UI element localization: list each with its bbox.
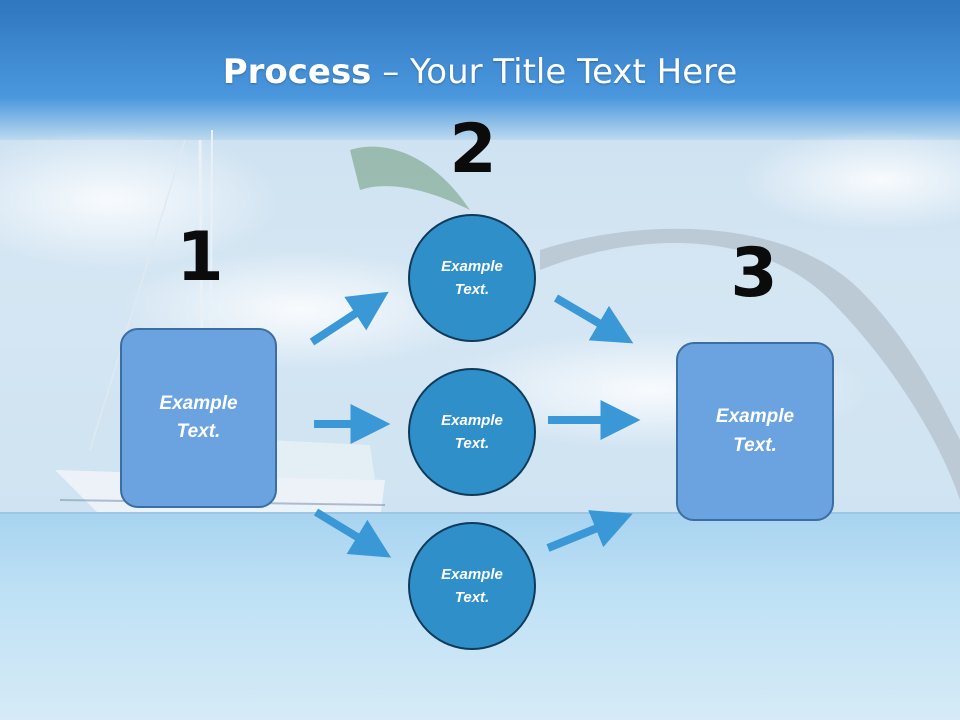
title-bold: Process <box>222 52 372 92</box>
page-title: Process – Your Title Text Here <box>0 52 960 92</box>
step-3-box: Example Text. <box>676 342 834 521</box>
step-number-2: 2 <box>449 110 497 189</box>
circle-middle-label: Example Text. <box>441 411 503 452</box>
arrow-circle-bottom-to-box3 <box>546 510 633 552</box>
title-rest: – Your Title Text Here <box>371 52 738 92</box>
step-1-label: Example Text. <box>159 392 238 443</box>
step-3-label: Example Text. <box>715 406 795 456</box>
arrow-circle-top-to-box3 <box>553 294 634 344</box>
step-number-3: 3 <box>730 234 778 313</box>
circle-top: Example Text. <box>408 214 536 342</box>
step-number-1: 1 <box>176 218 224 297</box>
circle-bottom-label: Example Text. <box>441 565 503 606</box>
circle-top-label: Example Text. <box>441 257 503 298</box>
step-1-box: Example Text. <box>120 328 277 508</box>
circle-bottom: Example Text. <box>408 522 536 650</box>
arrow-box1-to-circle-top <box>309 291 389 346</box>
circle-middle: Example Text. <box>408 368 536 496</box>
arrow-box1-to-circle-bottom <box>313 508 392 558</box>
